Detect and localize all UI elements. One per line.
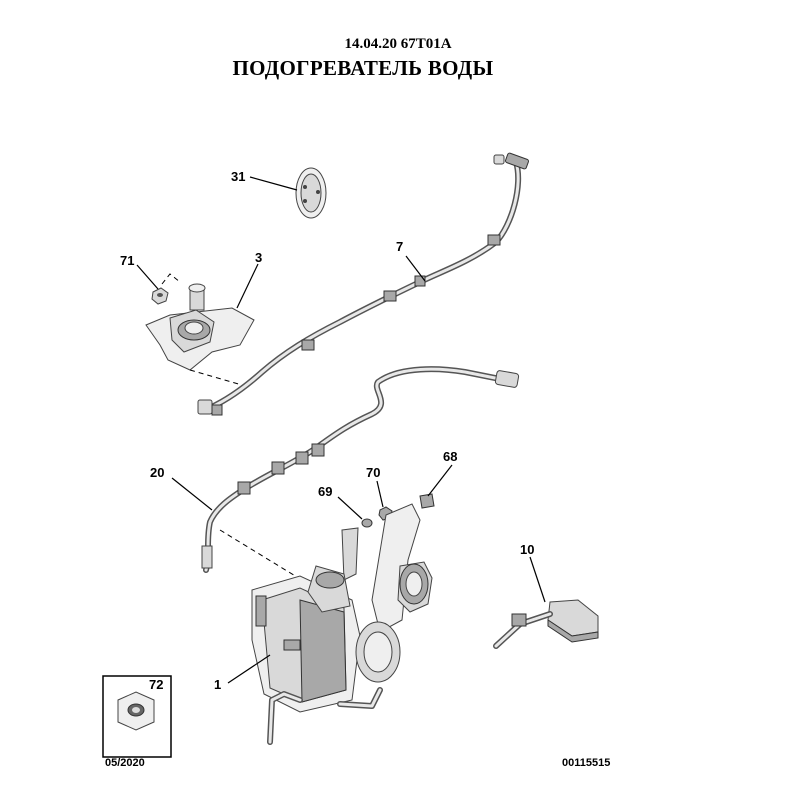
leader-7 bbox=[405, 255, 426, 282]
callout-69: 69 bbox=[318, 484, 332, 499]
leader-20 bbox=[171, 477, 213, 511]
leader-69 bbox=[337, 496, 363, 520]
footer-ref: 00115515 bbox=[562, 757, 611, 769]
leader-31 bbox=[249, 176, 298, 191]
callout-71: 71 bbox=[120, 253, 134, 268]
callout-20: 20 bbox=[150, 465, 164, 480]
part-31-cover[interactable] bbox=[295, 167, 327, 219]
leader-10 bbox=[529, 556, 546, 603]
leader-70 bbox=[376, 480, 384, 508]
callout-70: 70 bbox=[366, 465, 380, 480]
diagram-code: 14.04.20 67T01A bbox=[344, 36, 452, 52]
callout-31: 31 bbox=[231, 169, 245, 184]
footer-date: 05/2020 bbox=[105, 757, 145, 769]
part-72-box[interactable] bbox=[102, 675, 172, 758]
leader-1 bbox=[227, 654, 271, 684]
diagram-title: ПОДОГРЕВАТЕЛЬ ВОДЫ bbox=[232, 56, 494, 80]
callout-68: 68 bbox=[443, 449, 457, 464]
callout-1: 1 bbox=[214, 677, 221, 692]
part-68-clip[interactable] bbox=[419, 493, 435, 509]
part-3-bracket[interactable] bbox=[145, 283, 255, 371]
callout-3: 3 bbox=[255, 250, 262, 265]
callout-72: 72 bbox=[149, 677, 163, 692]
part-69-screw[interactable] bbox=[361, 518, 373, 528]
part-10-module[interactable] bbox=[493, 599, 599, 649]
leader-68 bbox=[427, 464, 453, 497]
callout-7: 7 bbox=[396, 239, 403, 254]
part-1-water-heater[interactable] bbox=[251, 503, 433, 745]
callout-10: 10 bbox=[520, 542, 534, 557]
part-71-nut[interactable] bbox=[151, 287, 169, 305]
dash-3-7 bbox=[189, 369, 243, 386]
part-7-harness[interactable] bbox=[197, 152, 529, 416]
dash-71 bbox=[161, 273, 181, 285]
part-20-harness[interactable] bbox=[201, 366, 520, 573]
leader-71 bbox=[136, 264, 159, 290]
leader-3 bbox=[236, 263, 259, 309]
